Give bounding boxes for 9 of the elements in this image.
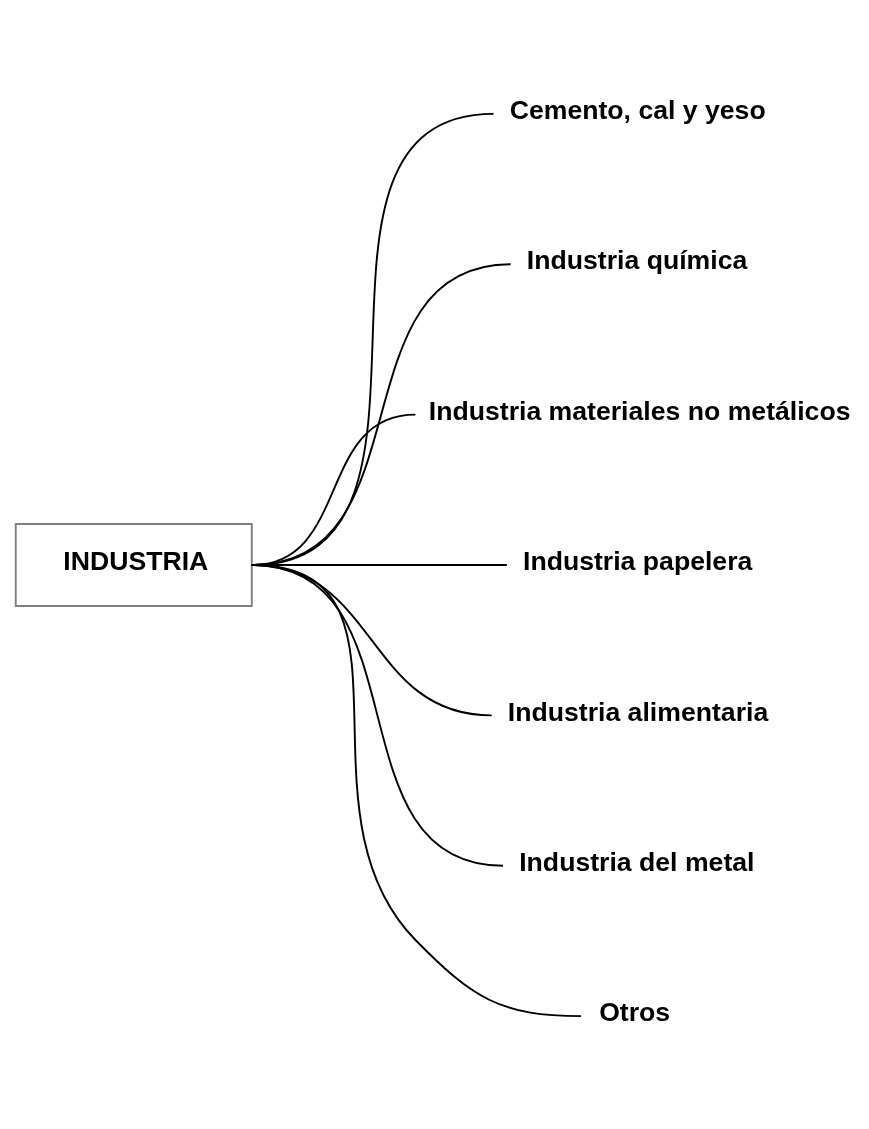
node-text: Industria materiales no metálicos	[428, 395, 851, 426]
node-box: INDUSTRIA	[14, 522, 253, 607]
connector	[250, 563, 583, 1017]
node-text: Otros	[599, 996, 671, 1027]
node-text: Cemento, cal y yeso	[509, 94, 766, 125]
node-text: Industria química	[526, 244, 748, 275]
node-text: Industria alimentaria	[507, 696, 769, 727]
node-text: Industria del metal	[519, 846, 755, 877]
node-text: Industria papelera	[523, 545, 753, 576]
